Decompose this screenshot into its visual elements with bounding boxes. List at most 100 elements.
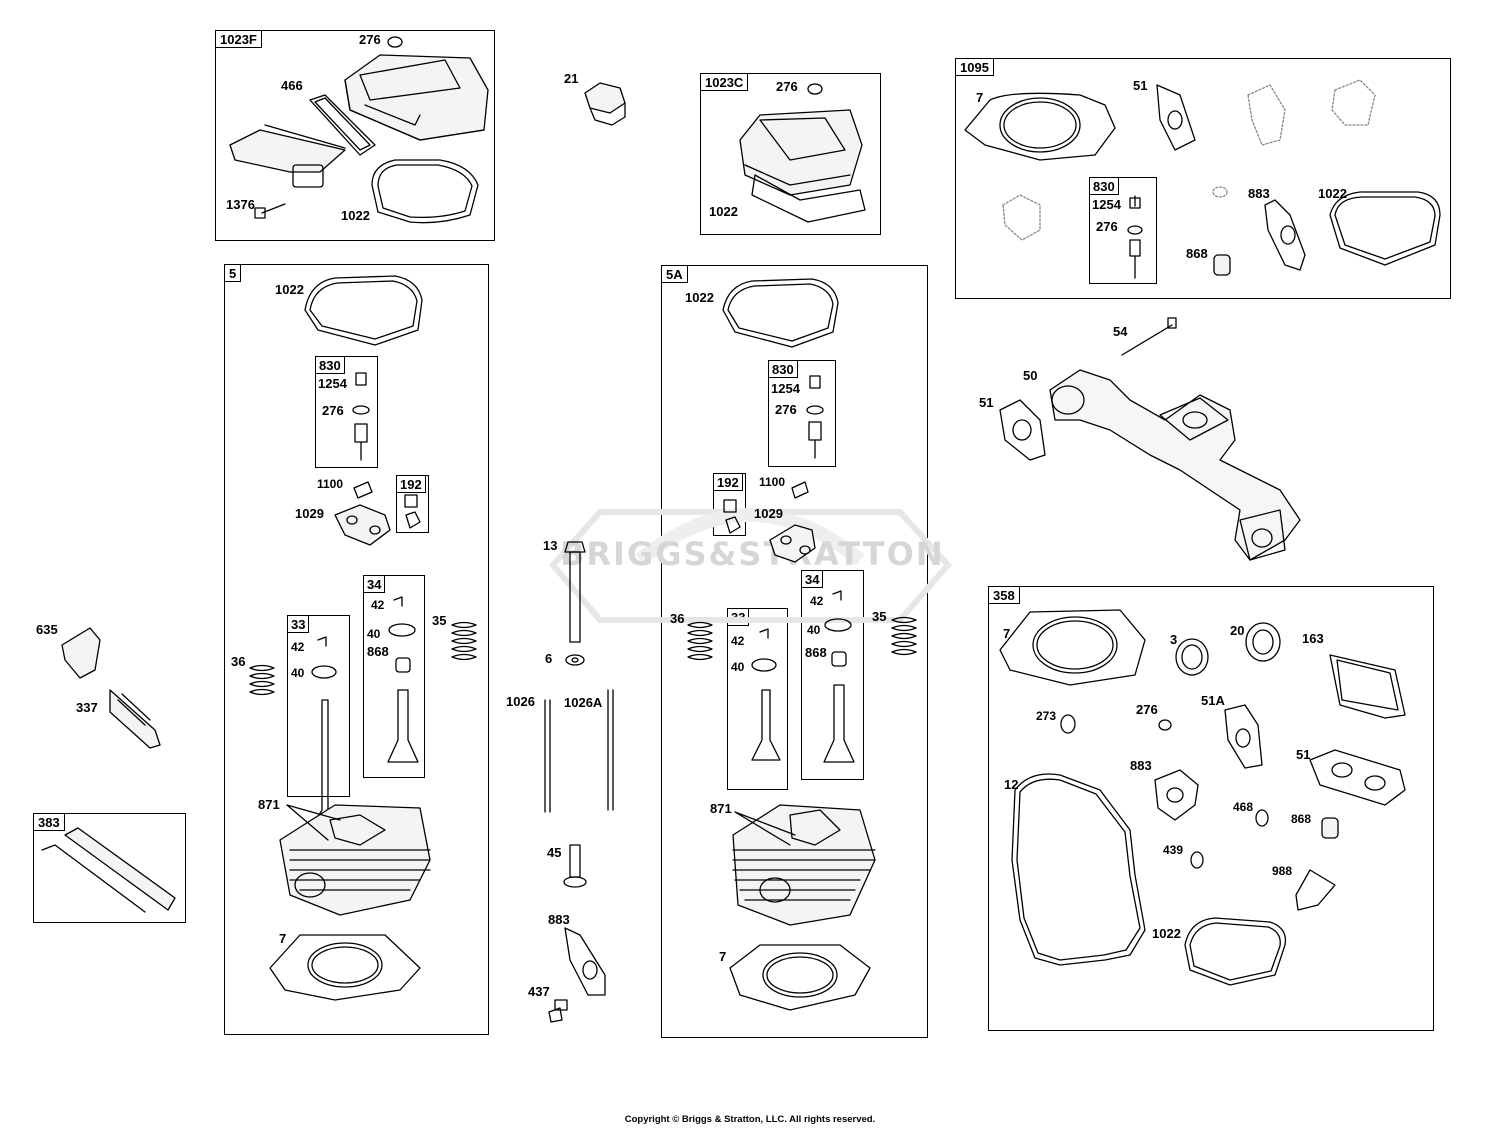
leader-line xyxy=(286,804,341,841)
part-number-label: 12 xyxy=(1004,777,1019,792)
part-number-label: 21 xyxy=(564,71,579,86)
valve-tappet-part xyxy=(563,844,587,888)
part-number-label: 883 xyxy=(1130,758,1152,773)
kit-box-1023C: 1023C xyxy=(700,73,881,235)
head-gasket-part xyxy=(269,934,421,1001)
part-number-label: 1100 xyxy=(317,477,344,491)
part-number-label: 635 xyxy=(36,622,58,637)
part-number-label: 868 xyxy=(805,645,827,660)
part-number-label: 163 xyxy=(1302,631,1324,646)
part-number-label: 42 xyxy=(371,598,385,612)
gasket-part xyxy=(1309,749,1406,806)
part-number-label: 1022 xyxy=(341,208,370,223)
rocker-arm-part xyxy=(769,481,816,563)
part-number-label: 7 xyxy=(719,949,727,964)
washer-part xyxy=(1255,809,1269,827)
part-number-label: 276 xyxy=(359,32,381,47)
oil-seal-part xyxy=(1175,622,1281,676)
subkit-number: 830 xyxy=(316,357,345,374)
part-number-label: 42 xyxy=(291,640,305,654)
part-number-label: 1029 xyxy=(295,506,324,521)
part-number-label: 1376 xyxy=(226,197,255,212)
kit-box-1023F: 1023F xyxy=(215,30,495,241)
kit-box-358: 358 xyxy=(988,586,1434,1031)
stud-part xyxy=(1127,195,1143,279)
subkit-number: 192 xyxy=(714,474,743,491)
part-number-label: 276 xyxy=(775,402,797,417)
part-number-label: 51 xyxy=(1296,747,1311,762)
part-number-label: 1029 xyxy=(754,506,783,521)
gasket-1022-part xyxy=(1184,917,1287,986)
part-number-label: 40 xyxy=(367,627,381,641)
part-number-label: 1026 xyxy=(506,694,535,709)
stud-part xyxy=(1121,317,1177,356)
part-number-label: 439 xyxy=(1163,843,1184,857)
subkit-box-192: 192 xyxy=(396,475,429,533)
part-number-label: 7 xyxy=(279,931,287,946)
subkit-box-192: 192 xyxy=(713,473,746,536)
part-number-label: 7 xyxy=(976,90,984,105)
head-gasket-part xyxy=(729,944,871,1011)
head-bolt-part xyxy=(564,541,586,666)
part-number-label: 883 xyxy=(548,912,570,927)
part-number-label: 1022 xyxy=(1318,186,1347,201)
cylinder-head-part xyxy=(732,804,876,926)
kit-box-5: 5 xyxy=(224,264,489,1035)
part-number-label: 13 xyxy=(543,538,558,553)
part-number-label: 36 xyxy=(231,654,246,669)
screw-part xyxy=(548,999,568,1023)
valve-seal-part xyxy=(1213,254,1231,276)
part-number-label: 51 xyxy=(1133,78,1148,93)
subkit-number: 830 xyxy=(769,361,798,378)
part-number-label: 7 xyxy=(1003,626,1011,641)
part-number-label: 51A xyxy=(1201,693,1225,708)
part-number-label: 50 xyxy=(1023,368,1038,383)
part-number-label: 1022 xyxy=(275,282,304,297)
kit-number: 5A xyxy=(662,266,688,283)
subkit-box-830: 830 xyxy=(315,356,378,468)
valve-part xyxy=(751,590,855,763)
gasket-1022-part xyxy=(722,278,839,348)
part-number-label: 36 xyxy=(670,611,685,626)
part-number-label: 988 xyxy=(1272,864,1293,878)
watermark: BRIGGS&STRATTON xyxy=(560,535,945,573)
gasket-part xyxy=(309,94,376,156)
part-number-label: 1254 xyxy=(771,381,800,396)
kit-box-1095: 1095 xyxy=(955,58,1451,299)
part-number-label: 276 xyxy=(322,403,344,418)
part-number-label: 871 xyxy=(258,797,280,812)
washer-part xyxy=(1190,851,1204,869)
part-number-label: 51 xyxy=(979,395,994,410)
washer-part xyxy=(1158,719,1172,731)
exhaust-gasket-part xyxy=(1156,84,1196,151)
washer-part xyxy=(807,83,823,95)
valve-seal-part xyxy=(1321,817,1339,839)
subkit-number: 34 xyxy=(802,571,824,588)
part-number-label: 35 xyxy=(432,613,447,628)
kit-number: 5 xyxy=(225,265,242,282)
part-number-label: 42 xyxy=(810,594,824,608)
kit-number: 358 xyxy=(989,587,1020,604)
part-number-label: 45 xyxy=(547,845,562,860)
exhaust-gasket-part xyxy=(564,927,606,996)
washer-part xyxy=(387,36,403,48)
oil-fill-plug-part xyxy=(584,82,626,126)
spark-plug-part xyxy=(109,689,161,749)
kit-number: 383 xyxy=(34,814,65,831)
part-number-label: 42 xyxy=(731,634,745,648)
part-number-label: 337 xyxy=(76,700,98,715)
gasket-1022-part xyxy=(304,275,423,346)
subkit-number: 192 xyxy=(397,476,426,493)
subkit-box-830: 830 xyxy=(768,360,836,467)
part-number-label: 54 xyxy=(1113,324,1128,339)
kit-box-383: 383 xyxy=(33,813,186,923)
part-number-label: 883 xyxy=(1248,186,1270,201)
valve-cover-part xyxy=(739,109,866,223)
cylinder-head-part xyxy=(279,804,431,916)
part-number-label: 40 xyxy=(807,623,821,637)
subkit-box-34: 34 xyxy=(801,570,864,780)
washer-part xyxy=(1060,714,1076,734)
part-number-label: 868 xyxy=(1291,812,1312,826)
exhaust-gasket-part xyxy=(999,399,1046,461)
